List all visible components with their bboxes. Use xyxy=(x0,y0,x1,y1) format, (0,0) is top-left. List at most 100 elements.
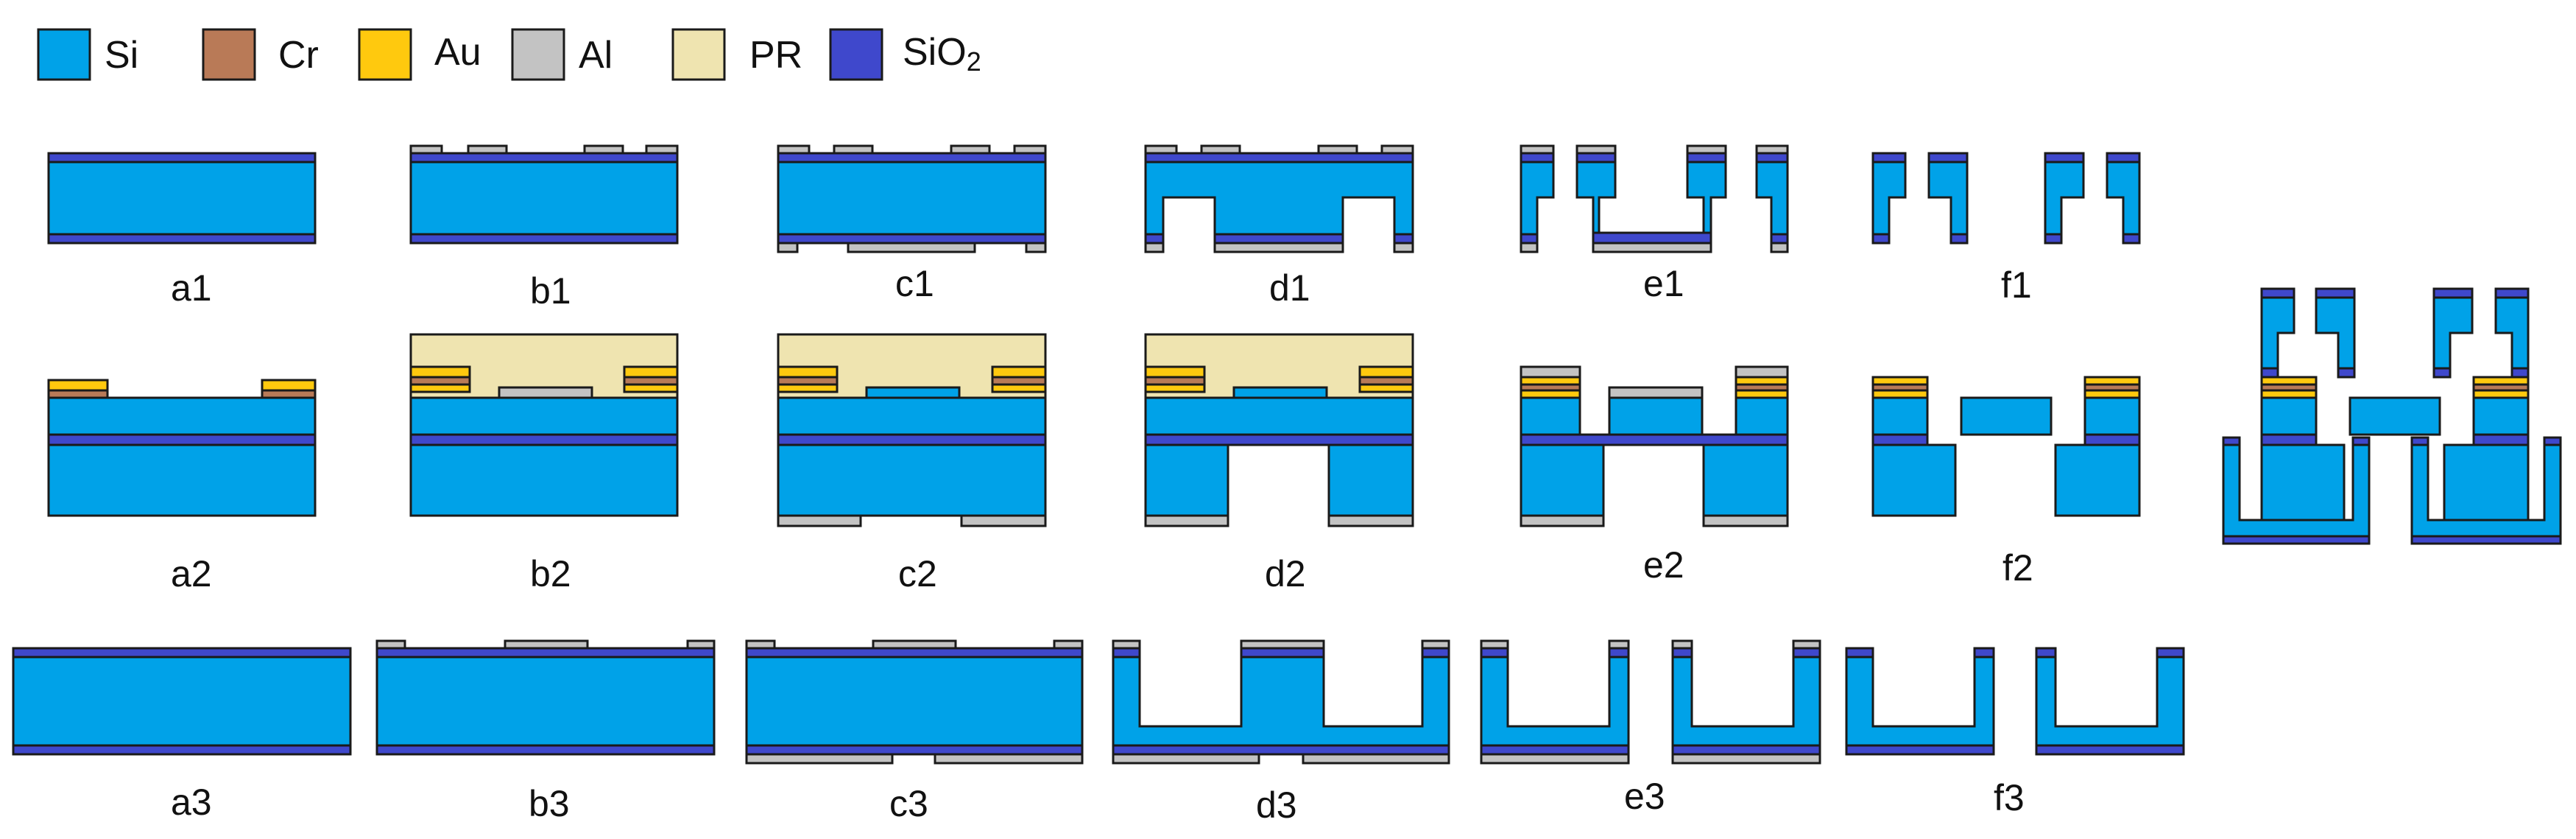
panel-label-d3: d3 xyxy=(1256,784,1297,826)
layer-sio2 xyxy=(1871,433,1929,446)
layer-si xyxy=(47,396,317,436)
panel-label-e2: e2 xyxy=(1643,544,1684,586)
layer-sio2 xyxy=(1845,744,1995,756)
layer-al xyxy=(960,514,1047,527)
layer-au xyxy=(1358,365,1414,379)
layer-al xyxy=(498,386,593,399)
panel-label-a3: a3 xyxy=(171,782,212,823)
layer-sio2 xyxy=(375,744,716,756)
layer-si xyxy=(1575,161,1727,236)
layer-si xyxy=(2106,161,2141,236)
panel-label-a2: a2 xyxy=(171,553,212,594)
layer-sio2 xyxy=(1144,152,1414,164)
layer-si xyxy=(1871,396,1929,436)
layer-si xyxy=(1232,386,1328,399)
layer-si xyxy=(409,443,679,517)
layer-si xyxy=(1112,656,1450,747)
layer-sio2 xyxy=(1144,233,1165,245)
layer-si xyxy=(2054,443,2141,517)
layer-sio2 xyxy=(2222,535,2371,545)
layer-sio2 xyxy=(12,744,352,756)
layer-al xyxy=(1770,242,1789,253)
layer-si xyxy=(2035,656,2185,747)
layer-al xyxy=(1327,514,1414,527)
layer-sio2 xyxy=(409,233,679,245)
layer-sio2 xyxy=(1871,152,1907,164)
layer-si xyxy=(865,386,961,399)
layer-sio2 xyxy=(1240,647,1325,659)
panel-label-d1: d1 xyxy=(1269,267,1310,309)
legend-label-sio2-main: SiO xyxy=(903,31,967,74)
layer-sio2 xyxy=(1792,647,1821,659)
layer-sio2 xyxy=(777,152,1047,164)
panel-label-a1: a1 xyxy=(171,267,212,309)
layer-sio2 xyxy=(2510,367,2530,379)
layer-al xyxy=(1608,386,1704,399)
layer-sio2 xyxy=(1671,744,1821,756)
panel-label-f2: f2 xyxy=(2002,547,2033,589)
panel-d2: d2 xyxy=(1144,333,1414,594)
legend-label-al: Al xyxy=(579,34,613,77)
layer-si xyxy=(1144,396,1414,436)
panel-label-f3: f3 xyxy=(1994,777,2025,818)
layer-sio2 xyxy=(47,152,317,164)
layer-sio2 xyxy=(1927,152,1969,164)
layer-au xyxy=(623,383,679,393)
layer-si xyxy=(2044,161,2085,236)
layer-si xyxy=(2315,296,2356,370)
layer-sio2 xyxy=(2260,367,2279,379)
layer-si xyxy=(47,161,317,236)
layer-si xyxy=(777,396,1047,436)
panel-c3: c3 xyxy=(745,639,1084,824)
layer-sio2 xyxy=(1213,233,1344,245)
legend-label-sio2-sub: 2 xyxy=(967,46,981,77)
layer-au xyxy=(261,379,317,392)
layer-al xyxy=(1735,365,1789,379)
panel-b2: b2 xyxy=(409,333,679,594)
layer-sio2 xyxy=(409,433,679,446)
layer-si xyxy=(1960,396,2053,436)
layer-si xyxy=(2472,396,2530,436)
panel-b1: b1 xyxy=(409,144,679,312)
layer-au xyxy=(409,365,471,379)
layer-si xyxy=(1520,396,1581,436)
legend-swatch-au xyxy=(358,28,412,81)
layer-si xyxy=(2349,396,2441,436)
layer-al xyxy=(745,753,894,765)
panel-e2: e2 xyxy=(1520,365,1789,586)
layer-sio2 xyxy=(1949,233,1969,245)
layer-sio2 xyxy=(2410,535,2562,545)
layer-au xyxy=(1358,383,1414,393)
layer-al xyxy=(1144,514,1229,527)
layer-au xyxy=(1144,383,1206,393)
panel-label-b2: b2 xyxy=(530,553,571,594)
layer-si xyxy=(1144,443,1229,517)
layer-al xyxy=(1393,242,1414,253)
layer-sio2 xyxy=(2083,433,2141,446)
layer-sio2 xyxy=(2156,647,2185,659)
layer-sio2 xyxy=(1144,433,1414,446)
legend-swatch-si xyxy=(37,28,91,81)
legend-label-cr: Cr xyxy=(278,34,319,77)
layer-sio2 xyxy=(1871,233,1891,245)
layer-al xyxy=(1520,242,1539,253)
layer-si xyxy=(409,161,679,236)
layer-sio2 xyxy=(47,233,317,245)
layer-al xyxy=(847,242,976,253)
layer-si xyxy=(2443,443,2530,522)
layer-si xyxy=(1327,443,1414,517)
layer-au xyxy=(47,379,109,392)
layer-sio2 xyxy=(1592,231,1712,245)
layer-si xyxy=(777,161,1047,236)
panel-label-e3: e3 xyxy=(1624,776,1665,817)
layer-sio2 xyxy=(745,744,1084,756)
layer-si xyxy=(1871,161,1907,236)
panel-e3: e3 xyxy=(1480,639,1821,817)
panel-c1: c1 xyxy=(777,144,1047,304)
layer-sio2 xyxy=(2432,367,2452,379)
layer-sio2 xyxy=(777,433,1047,446)
layer-sio2 xyxy=(1112,647,1141,659)
layer-sio2 xyxy=(2035,647,2057,659)
layer-sio2 xyxy=(1671,647,1693,659)
panel-label-d2: d2 xyxy=(1265,553,1306,594)
